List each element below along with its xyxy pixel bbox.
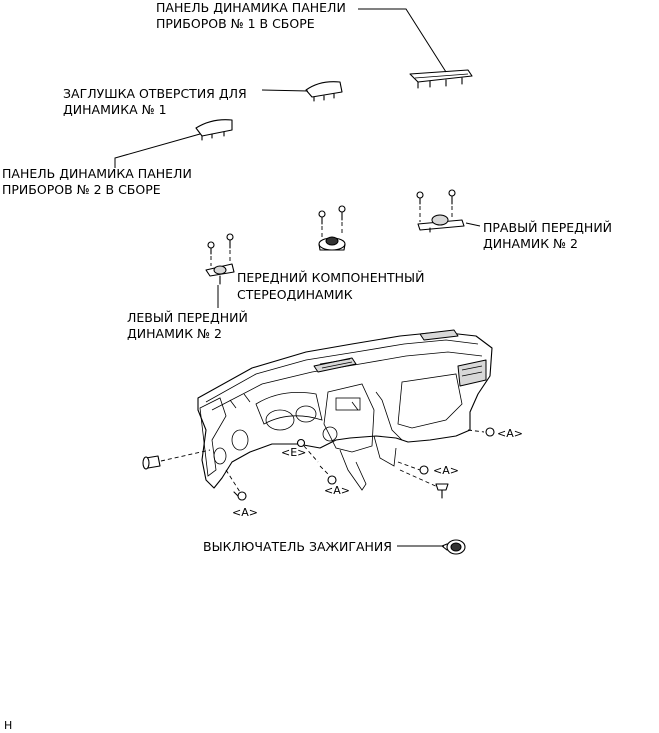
screw-left-fastener: [142, 449, 211, 470]
screw-right-bottom-fastener: [397, 461, 429, 475]
svg-text:ДИНАМИК № 2: ДИНАМИК № 2: [127, 326, 222, 341]
svg-text:ДИНАМИК № 2: ДИНАМИК № 2: [483, 236, 578, 251]
label-speaker-panel-1: ПАНЕЛЬ ДИНАМИКА ПАНЕЛИ ПРИБОРОВ № 1 В СБ…: [156, 0, 346, 31]
bolt-center-fastener: [296, 438, 319, 463]
leader-right-front-speaker: [465, 222, 481, 227]
svg-text:ПРАВЫЙ ПЕРЕДНИЙ: ПРАВЫЙ ПЕРЕДНИЙ: [483, 220, 612, 235]
svg-text:ПРИБОРОВ № 1 В СБОРЕ: ПРИБОРОВ № 1 В СБОРЕ: [156, 16, 315, 31]
right-front-speaker-part: [416, 189, 465, 233]
clip-fastener: [399, 469, 449, 499]
leader-hole-plug: [261, 89, 309, 92]
svg-text:ПЕРЕДНИЙ КОМПОНЕНТНЫЙ: ПЕРЕДНИЙ КОМПОНЕНТНЫЙ: [237, 270, 424, 285]
left-front-speaker-part: [205, 233, 235, 285]
hole-plug-part: [305, 81, 343, 102]
screw-center-bottom-fastener: [319, 465, 337, 485]
label-ignition-switch: ВЫКЛЮЧАТЕЛЬ ЗАЖИГАНИЯ: [203, 539, 392, 554]
leader-speaker-panel-1: [358, 8, 447, 73]
label-speaker-panel-2: ПАНЕЛЬ ДИНАМИКА ПАНЕЛИ ПРИБОРОВ № 2 В СБ…: [2, 166, 192, 197]
ignition-switch-part: [441, 539, 466, 555]
svg-text:ДИНАМИКА № 1: ДИНАМИКА № 1: [63, 102, 167, 117]
label-right-front-speaker: ПРАВЫЙ ПЕРЕДНИЙ ДИНАМИК № 2: [483, 220, 612, 251]
svg-text:ЗАГЛУШКА ОТВЕРСТИЯ ДЛЯ: ЗАГЛУШКА ОТВЕРСТИЯ ДЛЯ: [63, 86, 247, 101]
leader-speaker-panel-2: [114, 133, 201, 168]
speaker-panel-1-part: [409, 69, 473, 89]
screw-bottom-left-fastener: [225, 469, 247, 501]
svg-text:ЛЕВЫЙ ПЕРЕДНИЙ: ЛЕВЫЙ ПЕРЕДНИЙ: [127, 310, 248, 325]
callout-a-right-bottom: <A>: [433, 464, 459, 477]
callout-e: <E>: [281, 446, 306, 459]
label-hole-plug: ЗАГЛУШКА ОТВЕРСТИЯ ДЛЯ ДИНАМИКА № 1: [63, 86, 247, 117]
callout-a-center: <A>: [324, 484, 350, 497]
label-left-front-speaker: ЛЕВЫЙ ПЕРЕДНИЙ ДИНАМИК № 2: [127, 310, 248, 341]
svg-text:ПАНЕЛЬ ДИНАМИКА ПАНЕЛИ: ПАНЕЛЬ ДИНАМИКА ПАНЕЛИ: [156, 0, 346, 15]
label-center-stereo-speaker: ПЕРЕДНИЙ КОМПОНЕНТНЫЙ СТЕРЕОДИНАМИК: [237, 270, 424, 302]
callout-a-right: <A>: [497, 427, 523, 440]
callout-a-bottom-left: <A>: [232, 506, 258, 519]
instrument-panel-assembly: [197, 329, 493, 491]
svg-text:ПАНЕЛЬ ДИНАМИКА ПАНЕЛИ: ПАНЕЛЬ ДИНАМИКА ПАНЕЛИ: [2, 166, 192, 181]
corner-mark: H: [4, 719, 12, 732]
svg-text:СТЕРЕОДИНАМИК: СТЕРЕОДИНАМИК: [237, 287, 353, 302]
screw-right-fastener: [467, 427, 495, 437]
svg-text:ПРИБОРОВ № 2 В СБОРЕ: ПРИБОРОВ № 2 В СБОРЕ: [2, 182, 161, 197]
center-stereo-speaker-part: [318, 205, 346, 251]
speaker-panel-2-part: [195, 119, 233, 141]
